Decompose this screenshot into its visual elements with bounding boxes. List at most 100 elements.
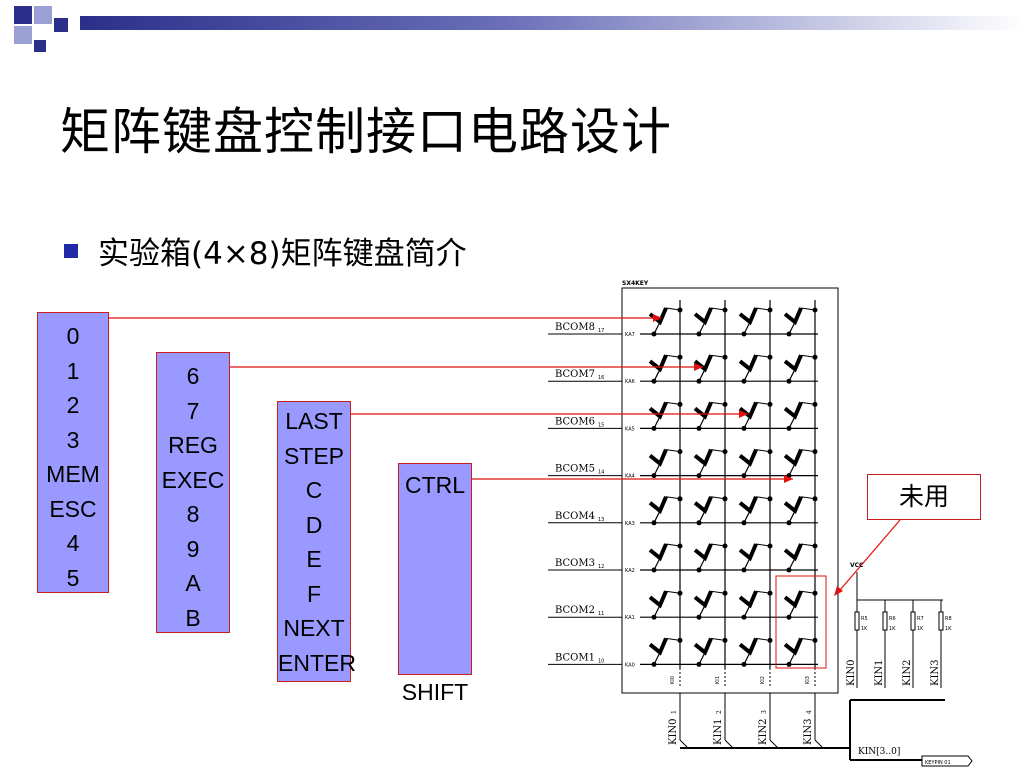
key-label: D — [305, 511, 323, 538]
bullet-text: 实验箱(4×8)矩阵键盘简介 — [98, 236, 467, 272]
bullet-item: 实验箱(4×8)矩阵键盘简介 — [64, 228, 467, 273]
key-label: 9 — [186, 535, 200, 562]
switch-tie — [710, 543, 726, 547]
switch-tie — [665, 543, 681, 547]
row-net-label: KA0 — [625, 662, 635, 668]
column-net-label: KI1 — [715, 676, 721, 684]
row-net-label: KA5 — [625, 426, 635, 432]
switch-tie — [665, 449, 681, 453]
arrow-group4-head — [784, 475, 793, 483]
row-label: BCOM1 — [555, 652, 595, 663]
resistor-value: 1K — [917, 626, 924, 632]
switch-contact — [648, 590, 668, 609]
row-label: BCOM6 — [555, 416, 595, 427]
switch-tie — [800, 590, 816, 594]
switch-node — [696, 567, 702, 573]
switch-node — [786, 331, 792, 337]
row-label: BCOM7 — [555, 369, 595, 380]
corner-square-3 — [54, 18, 68, 32]
row-pin: 14 — [598, 470, 604, 476]
header-bar — [80, 16, 1024, 30]
switch-contact — [693, 448, 713, 467]
resistor — [938, 611, 944, 631]
kin-column-label: KIN1 — [713, 718, 724, 745]
kin-column-label: KIN3 — [803, 718, 814, 745]
kin-bus-entry — [814, 739, 824, 749]
switch-node — [786, 520, 792, 526]
switch-contact — [738, 637, 758, 656]
column-net-label: KI2 — [760, 676, 766, 684]
kin-column-label: KIN0 — [668, 718, 679, 745]
row-label: BCOM4 — [555, 511, 595, 522]
switch-tie — [710, 449, 726, 453]
row-net-label: KA1 — [625, 615, 635, 621]
switch-contact — [738, 590, 758, 609]
key-label: ENTER — [278, 649, 356, 676]
key-label: LAST — [285, 408, 343, 434]
switch-node — [696, 331, 702, 337]
switch-node — [651, 473, 657, 479]
key-label: 8 — [186, 501, 200, 527]
switch-tie — [755, 637, 771, 641]
key-label: EXEC — [161, 466, 225, 493]
switch-node — [696, 473, 702, 479]
switch-tie — [710, 590, 726, 594]
row-net-label: KA7 — [625, 332, 635, 338]
switch-contact — [738, 354, 758, 373]
kin-bus-entry — [769, 739, 779, 749]
switch-node — [696, 378, 702, 384]
kin-label: KIN3 — [930, 659, 941, 686]
switch-node — [786, 614, 792, 620]
kin-bus-entry — [724, 739, 734, 749]
row-net-label: KA2 — [625, 568, 635, 574]
key-label: REG — [168, 432, 218, 458]
switch-contact — [693, 543, 713, 562]
switch-tie — [710, 401, 726, 405]
row-pin: 15 — [598, 422, 604, 428]
resistor-name: R6 — [889, 616, 896, 622]
switch-contact — [693, 590, 713, 609]
row-net-label: KA4 — [625, 474, 635, 480]
key-label: CTRL — [404, 472, 466, 498]
row-pin: 13 — [598, 517, 604, 523]
chip-label: SX4KEY — [622, 280, 649, 287]
kin-bus-entry — [679, 739, 689, 749]
key-group-4: CTRL SHIFT — [398, 463, 472, 705]
switch-contact — [693, 496, 713, 515]
switch-tie — [755, 307, 771, 311]
resistor-name: R5 — [861, 616, 868, 622]
switch-contact — [648, 637, 668, 656]
switch-contact — [738, 543, 758, 562]
switch-contact — [648, 307, 668, 326]
switch-tie — [755, 496, 771, 500]
key-label: 2 — [66, 392, 80, 418]
switch-tie — [755, 401, 771, 405]
corner-square-2 — [34, 6, 52, 24]
switch-tie — [710, 307, 726, 311]
key-label: A — [185, 570, 201, 596]
switch-tie — [800, 543, 816, 547]
row-net-label: KA6 — [625, 379, 635, 385]
resistor-name: R8 — [945, 616, 952, 622]
switch-tie — [800, 307, 816, 311]
kin-label: KIN1 — [874, 659, 885, 686]
vcc-label: VCC — [850, 562, 864, 569]
row-pin: 16 — [598, 375, 604, 381]
row-label: BCOM5 — [555, 464, 595, 475]
switch-node — [786, 567, 792, 573]
switch-node — [696, 614, 702, 620]
row-pin: 17 — [598, 328, 604, 334]
switch-contact — [783, 401, 803, 420]
switch-tie — [665, 307, 681, 311]
key-label: 6 — [186, 363, 200, 389]
row-label: BCOM8 — [555, 322, 595, 333]
key-label: B — [185, 604, 201, 631]
switch-tie — [755, 590, 771, 594]
switch-tie — [800, 401, 816, 405]
key-group-2: 6 7 REG EXEC 8 9 A B — [156, 352, 230, 633]
arrow-group3-head — [739, 410, 748, 418]
callout-arrow-head — [834, 586, 843, 596]
switch-tie — [800, 637, 816, 641]
kin-column-label: KIN2 — [758, 718, 769, 745]
switch-node — [741, 520, 747, 526]
